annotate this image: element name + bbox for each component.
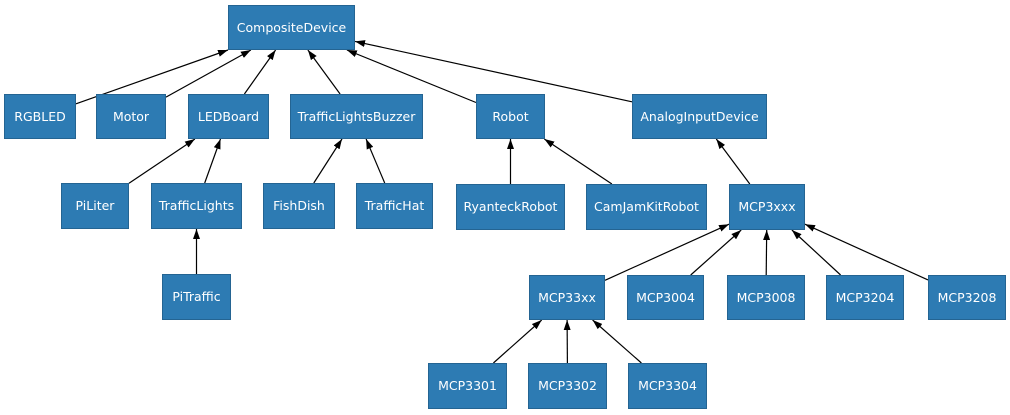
class-node-fishdish[interactable]: FishDish bbox=[263, 183, 335, 229]
class-node-analoginputdevice[interactable]: AnalogInputDevice bbox=[632, 94, 767, 139]
class-node-mcp3302[interactable]: MCP3302 bbox=[528, 363, 607, 409]
inheritance-edge-mcp3301-to-mcp33xx bbox=[493, 319, 543, 364]
class-node-pitraffic[interactable]: PiTraffic bbox=[162, 274, 231, 320]
class-node-trafficlightsbuzzer[interactable]: TrafficLightsBuzzer bbox=[290, 94, 423, 139]
inheritance-edge-trafficlights-to-ledboard bbox=[204, 138, 222, 184]
class-node-mcp3208[interactable]: MCP3208 bbox=[928, 275, 1006, 320]
inheritance-edge-mcp33xx-to-mcp3xxx bbox=[604, 223, 730, 281]
inheritance-edge-motor-to-compositedevice bbox=[165, 49, 252, 98]
inheritance-edge-mcp3xxx-to-analoginputdevice bbox=[715, 138, 751, 185]
inheritance-edge-mcp3004-to-mcp3xxx bbox=[690, 229, 742, 276]
inheritance-edge-ledboard-to-compositedevice bbox=[243, 49, 277, 95]
class-node-camjamkitrobot[interactable]: CamJamKitRobot bbox=[586, 184, 707, 230]
inheritance-edge-trafficlightsbuzzer-to-compositedevice bbox=[307, 49, 341, 95]
inheritance-edge-camjamkitrobot-to-robot bbox=[543, 138, 613, 185]
class-node-mcp3008[interactable]: MCP3008 bbox=[727, 275, 805, 320]
class-node-robot[interactable]: Robot bbox=[476, 94, 545, 139]
class-node-mcp33xx[interactable]: MCP33xx bbox=[529, 275, 605, 320]
class-node-mcp3301[interactable]: MCP3301 bbox=[428, 363, 507, 409]
inheritance-edge-mcp3304-to-mcp33xx bbox=[592, 319, 642, 364]
inheritance-edge-fishdish-to-trafficlightsbuzzer bbox=[313, 138, 343, 184]
class-node-ryanteckrobot[interactable]: RyanteckRobot bbox=[456, 184, 565, 230]
inheritance-edge-piliter-to-ledboard bbox=[128, 138, 196, 184]
inheritance-edge-robot-to-compositedevice bbox=[346, 49, 477, 104]
class-node-rgbled[interactable]: RGBLED bbox=[4, 94, 76, 139]
class-node-traffichat[interactable]: TrafficHat bbox=[356, 183, 433, 229]
inheritance-edge-mcp3208-to-mcp3xxx bbox=[804, 223, 929, 281]
class-node-mcp3xxx[interactable]: MCP3xxx bbox=[729, 184, 805, 230]
class-node-trafficlights[interactable]: TrafficLights bbox=[151, 183, 242, 229]
class-node-piliter[interactable]: PiLiter bbox=[61, 183, 129, 229]
class-node-ledboard[interactable]: LEDBoard bbox=[188, 94, 269, 139]
class-node-mcp3204[interactable]: MCP3204 bbox=[826, 275, 904, 320]
inheritance-edge-analoginputdevice-to-compositedevice bbox=[354, 40, 633, 103]
inheritance-edge-traffichat-to-trafficlightsbuzzer bbox=[365, 138, 386, 184]
class-node-mcp3304[interactable]: MCP3304 bbox=[628, 363, 707, 409]
inheritance-edge-mcp3008-to-mcp3xxx bbox=[763, 229, 771, 276]
class-node-mcp3004[interactable]: MCP3004 bbox=[627, 275, 704, 320]
class-node-compositedevice[interactable]: CompositeDevice bbox=[228, 5, 355, 50]
class-node-motor[interactable]: Motor bbox=[96, 94, 166, 139]
inheritance-edge-mcp3204-to-mcp3xxx bbox=[791, 229, 842, 276]
